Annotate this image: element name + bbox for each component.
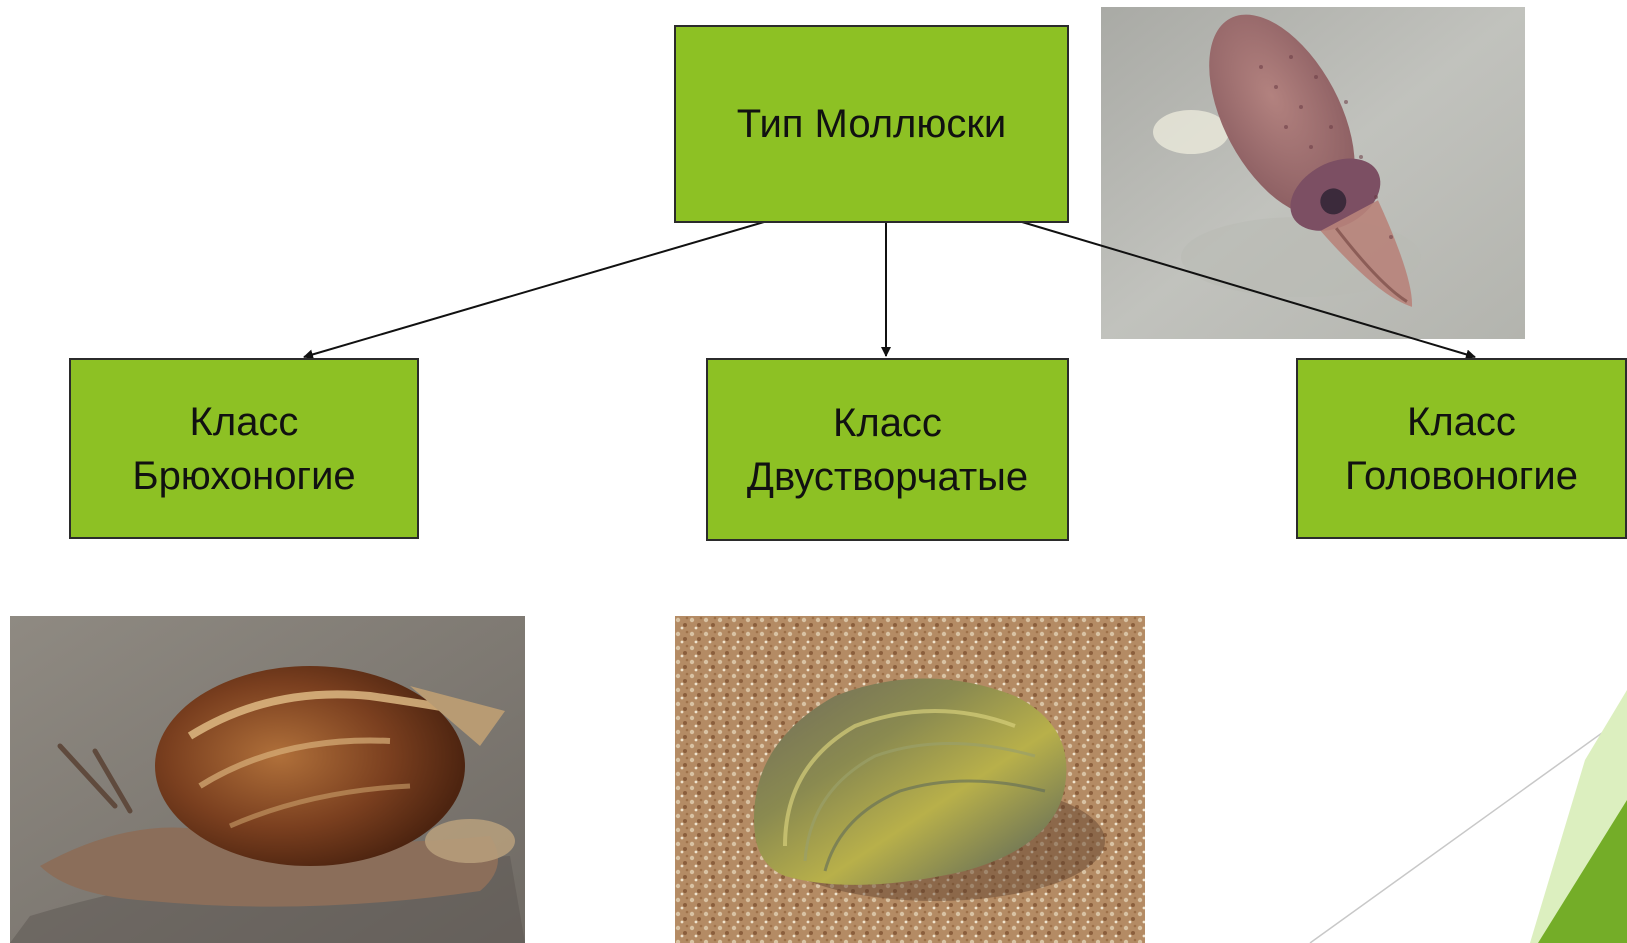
root-node: Тип Моллюски — [674, 25, 1069, 223]
root-node-label: Тип Моллюски — [737, 97, 1006, 151]
class-node-label: Класс Головоногие — [1304, 395, 1619, 503]
class-node-bivalvia: Класс Двустворчатые — [706, 358, 1069, 541]
class-node-cephalopoda: Класс Головоногие — [1296, 358, 1627, 539]
snail-photo — [10, 616, 525, 943]
mussel-photo — [675, 616, 1145, 943]
class-node-label: Класс Брюхоногие — [77, 395, 411, 503]
arrow-to-cephalopoda — [1022, 222, 1475, 357]
arrow-to-gastropoda — [304, 222, 764, 357]
class-node-gastropoda: Класс Брюхоногие — [69, 358, 419, 539]
class-node-label: Класс Двустворчатые — [714, 396, 1061, 504]
